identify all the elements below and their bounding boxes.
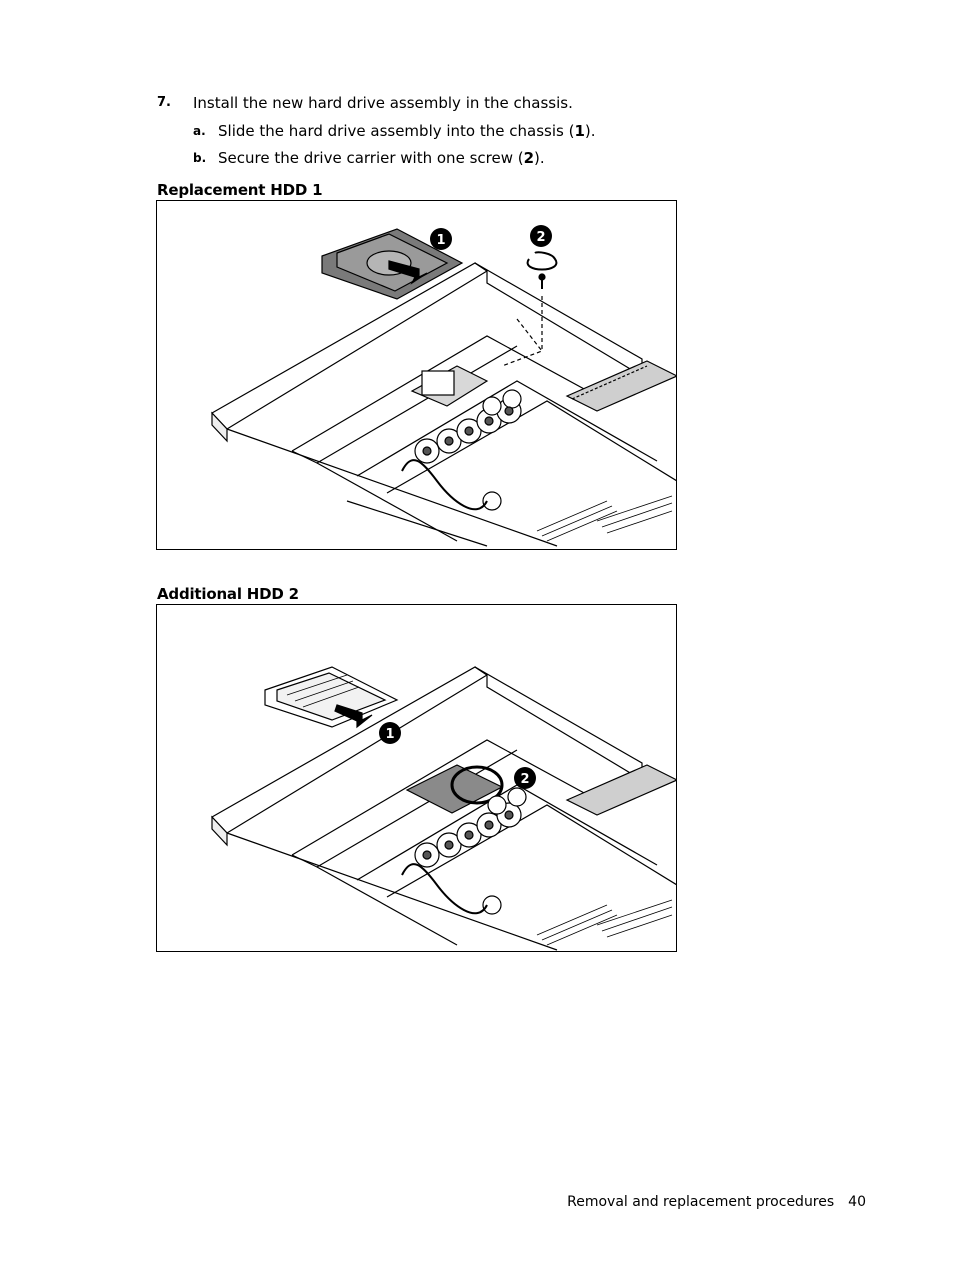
footer-section-title: Removal and replacement procedures (567, 1194, 835, 1210)
figure-label-additional-hdd: Additional HDD 2 (157, 585, 299, 603)
substep-letter: a. (193, 124, 206, 138)
svg-text:1: 1 (436, 233, 445, 248)
callout-reference: 1 (574, 122, 585, 140)
callout-2-badge: 2 (530, 225, 552, 247)
substep-text: Secure the drive carrier with one screw … (218, 149, 545, 167)
svg-text:2: 2 (520, 772, 529, 787)
chassis-illustration: 1 2 (211, 225, 676, 547)
callout-reference: 2 (523, 149, 535, 167)
step-number: 7. (157, 95, 171, 110)
page-number: 40 (848, 1194, 866, 1210)
substep-text: Slide the hard drive assembly into the c… (218, 122, 596, 140)
svg-text:2: 2 (536, 230, 545, 245)
callout-2-badge: 2 (514, 767, 536, 789)
callout-1-badge: 1 (430, 228, 452, 250)
figure-replacement-hdd: 1 2 (156, 200, 677, 550)
callout-1-badge: 1 (379, 722, 401, 744)
figure-label-replacement-hdd: Replacement HDD 1 (157, 181, 323, 199)
figure-additional-hdd: 1 2 (156, 604, 677, 952)
substep-letter: b. (193, 151, 207, 165)
chassis-illustration: 1 2 (211, 666, 676, 951)
step-text: Install the new hard drive assembly in t… (193, 94, 573, 112)
svg-text:1: 1 (385, 727, 394, 742)
page-footer: Removal and replacement procedures 40 (567, 1194, 866, 1210)
